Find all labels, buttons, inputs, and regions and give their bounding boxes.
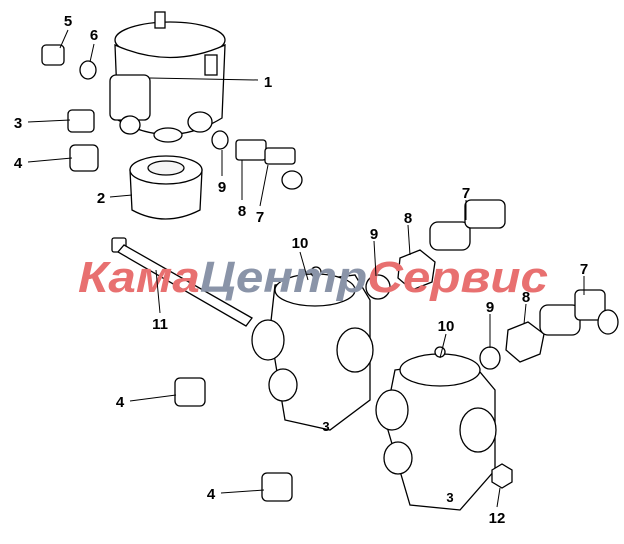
valve-middle (251, 266, 374, 431)
watermark-part1: Кама (78, 253, 200, 302)
relay-valve-top (109, 11, 226, 143)
callout-7: 7 (256, 209, 264, 226)
callout-9: 9 (370, 226, 378, 243)
callout-10: 10 (292, 235, 309, 252)
callout-4: 4 (116, 394, 125, 411)
watermark-part2: Центр (200, 253, 367, 302)
callout-3: 3 (14, 115, 22, 132)
callout-1: 1 (264, 74, 272, 91)
leader-lines (27, 29, 585, 508)
callout-2: 2 (97, 190, 105, 207)
fittings-right (174, 199, 619, 502)
callout-4: 4 (14, 155, 23, 172)
fittings-top (41, 44, 303, 190)
callout-7: 7 (462, 185, 470, 202)
watermark-part3: Сервис (367, 253, 548, 302)
part-mark: 3 (446, 490, 453, 505)
bolt (111, 237, 253, 327)
callout-9: 9 (218, 179, 226, 196)
callout-10: 10 (438, 318, 455, 335)
part-mark: 3 (322, 419, 329, 434)
callout-4: 4 (207, 486, 216, 503)
callout-8: 8 (238, 203, 246, 220)
callout-6: 6 (90, 27, 98, 44)
silencer (129, 155, 203, 220)
callout-8: 8 (404, 210, 412, 227)
callout-5: 5 (64, 13, 72, 30)
callout-12: 12 (489, 510, 506, 527)
callout-labels: 5 6 1 3 4 2 9 8 7 7 8 9 10 11 7 8 9 10 4… (14, 13, 588, 527)
callout-11: 11 (152, 316, 168, 333)
callout-8: 8 (522, 289, 530, 306)
valve-lower (375, 346, 497, 511)
callout-7: 7 (580, 261, 588, 278)
callout-9: 9 (486, 299, 494, 316)
